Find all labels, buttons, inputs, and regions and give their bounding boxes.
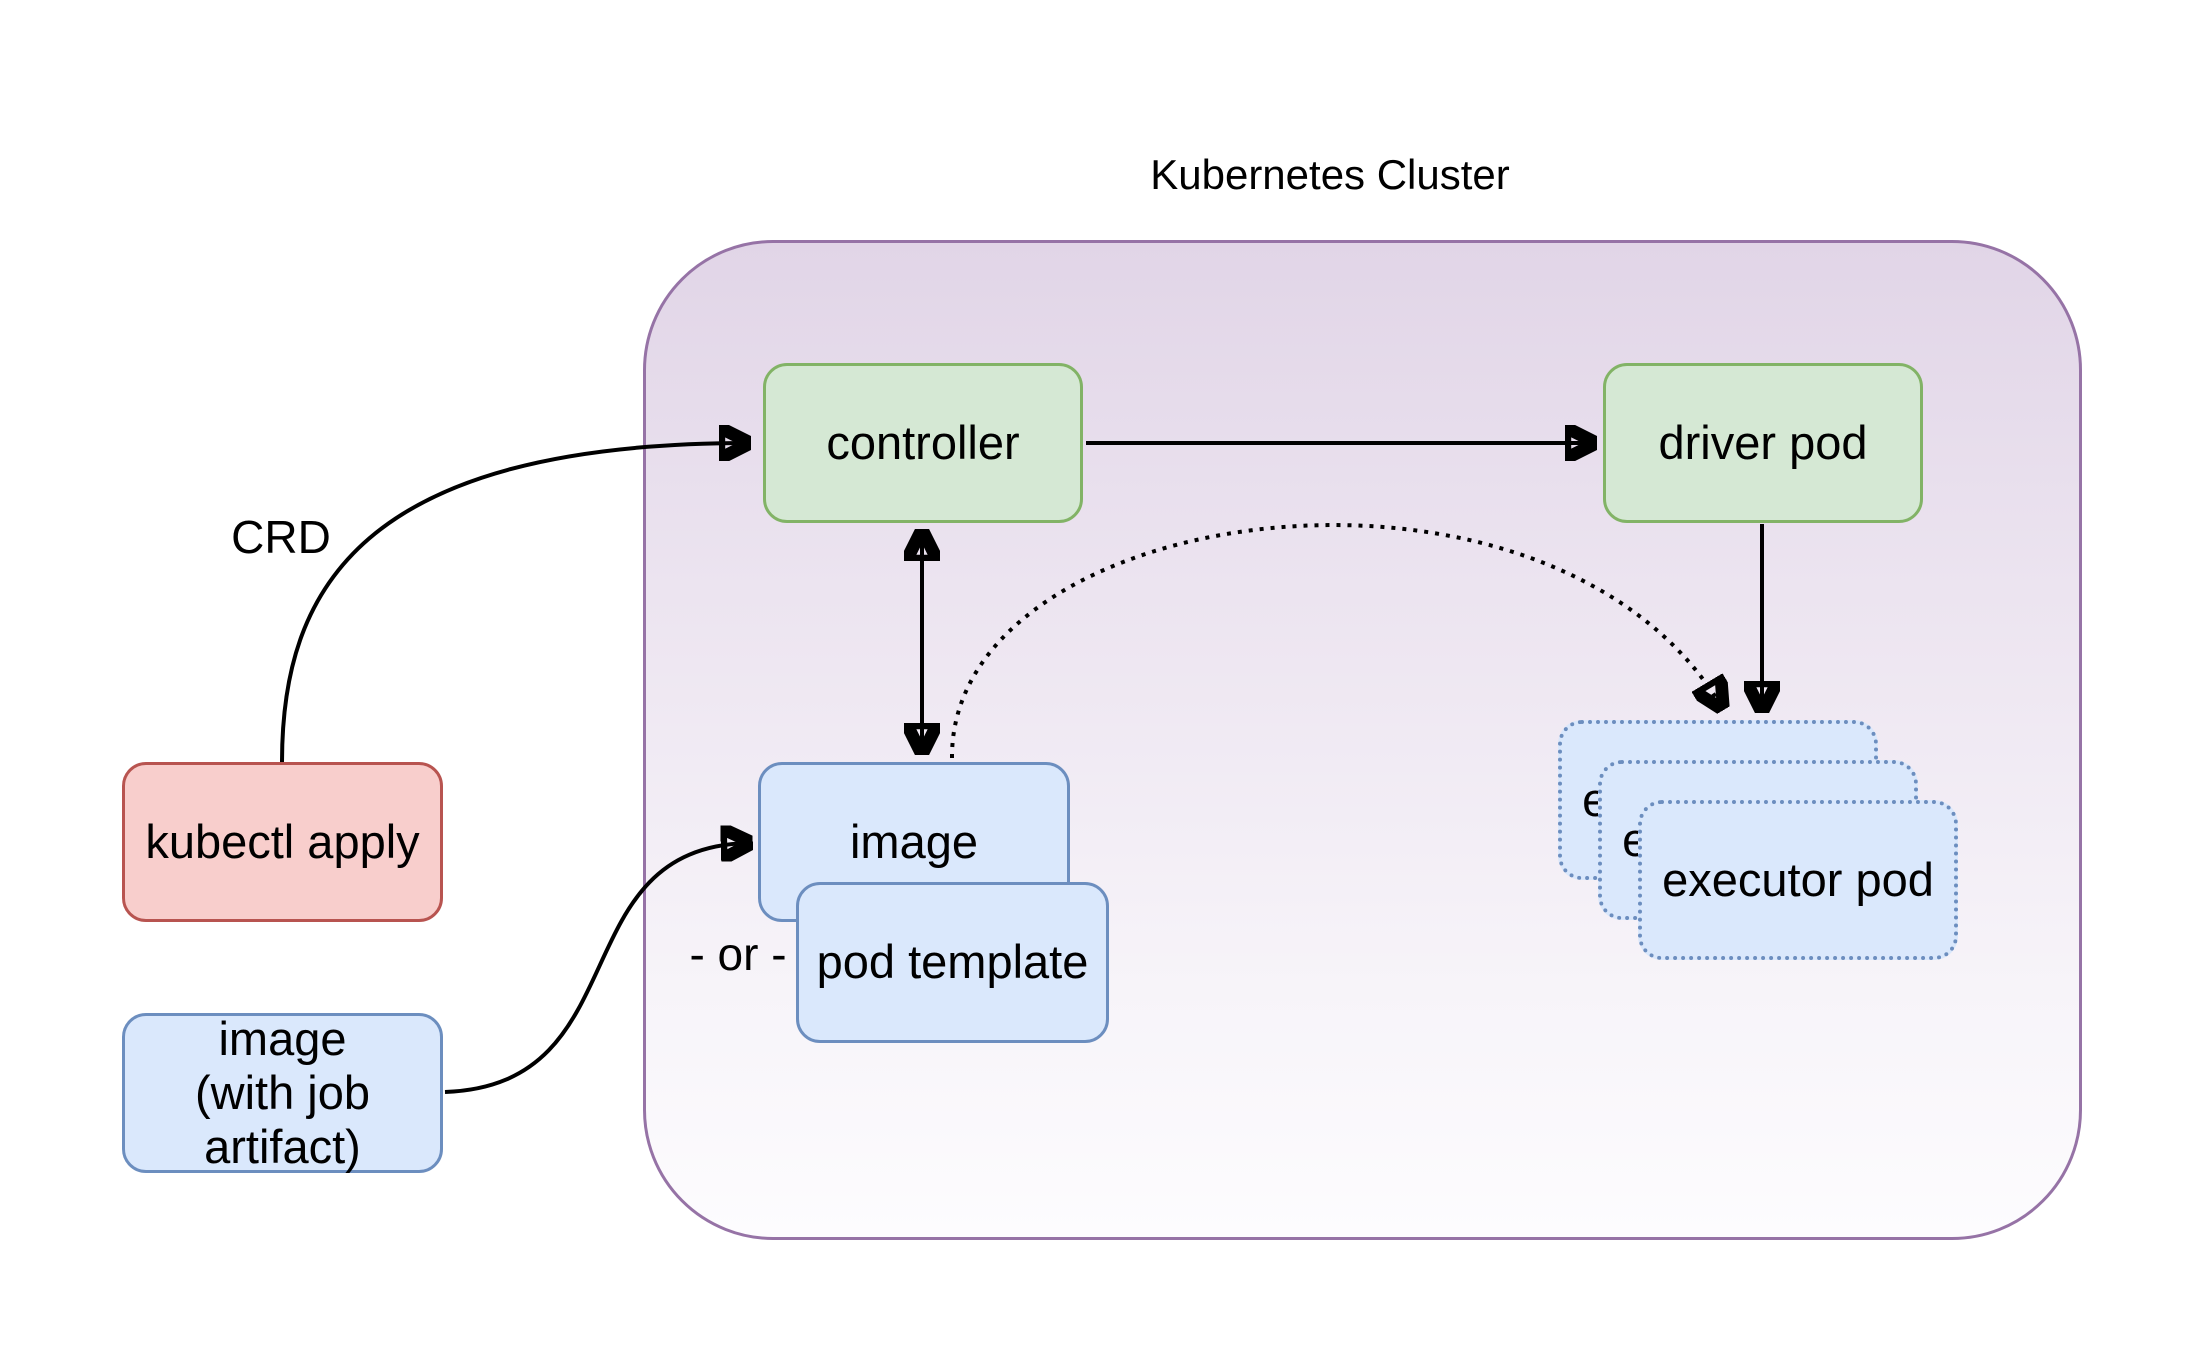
node-kubectl-apply-label: kubectl apply bbox=[145, 814, 420, 868]
node-executor-pod-front: executor pod bbox=[1638, 800, 1958, 960]
edge-label-crd: CRD bbox=[231, 511, 331, 563]
node-pod-template-label: pod template bbox=[816, 935, 1089, 989]
node-driver-pod: driver pod bbox=[1603, 363, 1923, 523]
node-controller: controller bbox=[763, 363, 1083, 523]
node-pod-template: pod template bbox=[796, 882, 1109, 1043]
node-driver-pod-label: driver pod bbox=[1658, 415, 1868, 469]
node-image-label: image bbox=[849, 814, 978, 868]
node-kubectl-apply: kubectl apply bbox=[122, 762, 443, 922]
node-image-with-job-artifact-label: image (with job artifact) bbox=[194, 1011, 370, 1174]
node-executor-pod-label: executor pod bbox=[1662, 852, 1934, 906]
cluster-title: Kubernetes Cluster bbox=[1150, 151, 1510, 198]
node-image-with-job-artifact: image (with job artifact) bbox=[122, 1011, 443, 1174]
node-controller-label: controller bbox=[826, 415, 1020, 469]
label-or: - or - bbox=[689, 928, 787, 980]
